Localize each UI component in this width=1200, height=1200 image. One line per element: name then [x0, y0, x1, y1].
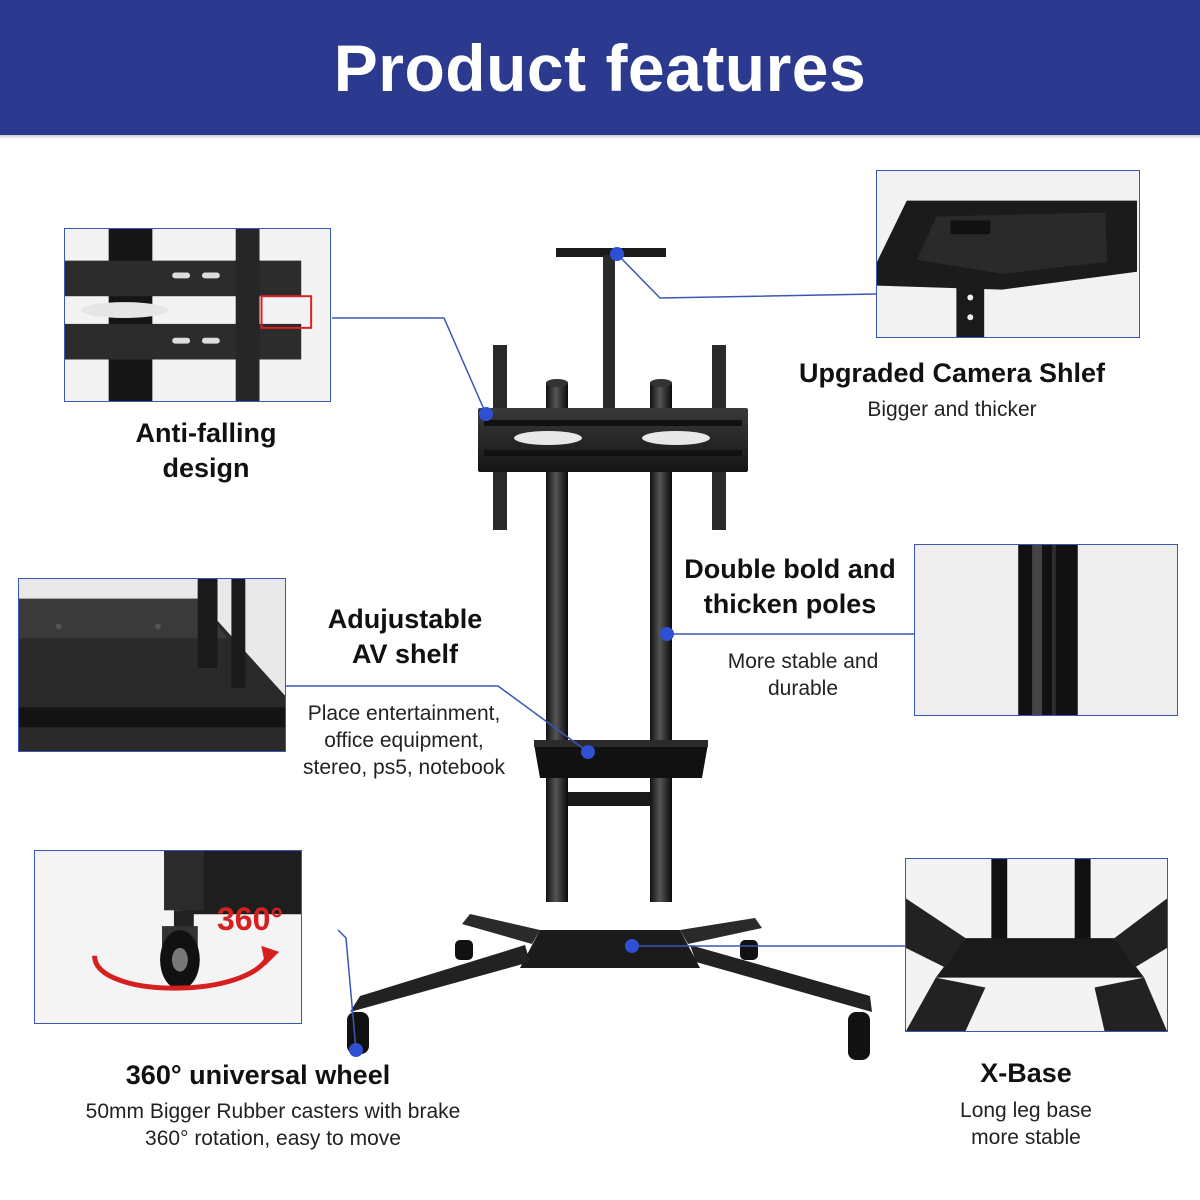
av-shelf-detail-image: [18, 578, 286, 752]
av-shelf-desc-line1: Place entertainment,: [307, 702, 501, 725]
wheel-desc-line2: 360° rotation, easy to move: [145, 1127, 401, 1150]
header-divider: [0, 135, 1200, 139]
camera-shelf-desc: Bigger and thicker: [867, 398, 1037, 421]
anti-falling-detail-image: [64, 228, 331, 402]
av-shelf-desc-line3: stereo, ps5, notebook: [303, 756, 505, 779]
poles-desc-line2: durable: [767, 677, 839, 700]
poles-desc-line1: More stable and: [727, 650, 879, 673]
wheel-title: 360° universal wheel: [125, 1060, 391, 1090]
x-base-desc-line2: more stable: [971, 1126, 1081, 1149]
camera-shelf-detail-image: [876, 170, 1140, 338]
poles-desc: More stable and durable: [700, 648, 906, 702]
anti-falling-title-line1: Anti-falling: [135, 418, 277, 448]
av-shelf-title-line2: AV shelf: [351, 639, 459, 669]
x-base-desc: Long leg base more stable: [926, 1097, 1126, 1151]
av-shelf-title-line1: Adujustable: [327, 604, 483, 634]
wheel-desc-line1: 50mm Bigger Rubber casters with brake: [85, 1100, 461, 1123]
camera-shelf-title: Upgraded Camera Shlef: [798, 358, 1106, 388]
page-title: Product features: [333, 31, 867, 105]
av-shelf-desc: Place entertainment, office equipment, s…: [286, 700, 522, 781]
anti-falling-title-line2: design: [162, 453, 250, 483]
poles-detail-image: [914, 544, 1178, 716]
poles-title-line1: Double bold and: [684, 554, 896, 584]
poles-title: Double bold and thicken poles: [668, 552, 912, 622]
x-base-title: X-Base: [980, 1058, 1072, 1088]
wheel-360-badge: 360°: [217, 901, 284, 937]
header-banner: Product features: [0, 0, 1200, 135]
tv-cart-illustration: [347, 248, 872, 1060]
x-base-desc-line1: Long leg base: [960, 1099, 1092, 1122]
wheel-detail-image: 360°: [34, 850, 302, 1024]
poles-title-line2: thicken poles: [703, 589, 877, 619]
anti-falling-title: Anti-falling design: [86, 416, 326, 486]
av-shelf-desc-line2: office equipment,: [324, 729, 484, 752]
wheel-desc: 50mm Bigger Rubber casters with brake 36…: [40, 1098, 506, 1152]
av-shelf-title: Adujustable AV shelf: [298, 602, 512, 672]
x-base-detail-image: [905, 858, 1168, 1032]
